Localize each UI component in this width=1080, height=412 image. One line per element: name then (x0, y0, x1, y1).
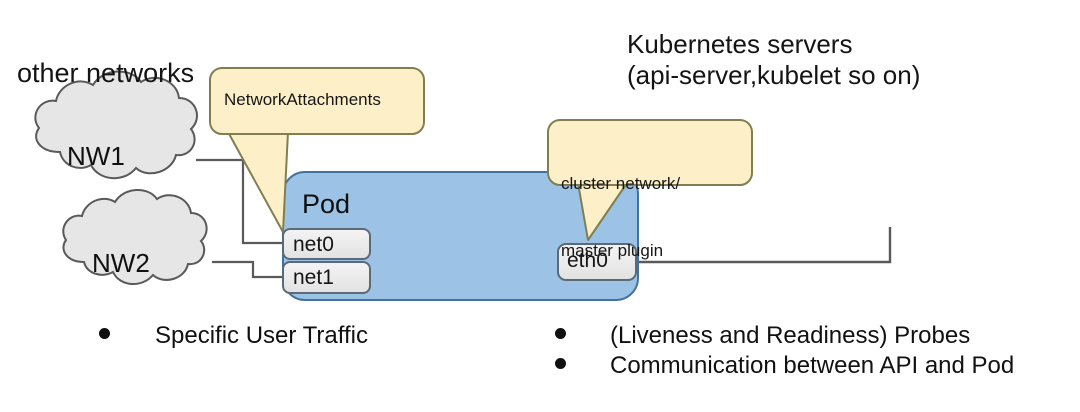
connector-nw1-to-net0 (196, 158, 285, 245)
bullet-item-specific-user-traffic: Specific User Traffic (99, 322, 368, 350)
callout-box-cluster-network (547, 119, 753, 186)
interface-box-net0[interactable] (282, 228, 371, 260)
label-kubernetes-servers: Kubernetes servers (api-server,kubelet s… (627, 29, 921, 90)
bullet-dot-icon (555, 328, 566, 339)
interface-box-net1[interactable] (282, 261, 371, 294)
connector-eth0-to-k8s-servers (636, 227, 892, 264)
label-nw2: NW2 (92, 248, 150, 278)
bullet-item-probes: (Liveness and Readiness) Probes (555, 322, 970, 350)
callout-box-network-attachments (209, 67, 425, 135)
bullet-item-communication: Communication between API and Pod (555, 352, 1014, 380)
label-net1: net1 (293, 266, 334, 289)
bullet-label: (Liveness and Readiness) Probes (610, 322, 971, 349)
label-net0: net0 (293, 233, 334, 256)
cloud-nw2 (62, 189, 208, 285)
bullet-dot-icon (555, 358, 566, 369)
callout-line-1: cluster network/ (561, 173, 681, 193)
label-eth0: eth0 (567, 249, 608, 272)
callout-label-cluster-network: cluster network/ master plugin (561, 128, 680, 308)
callout-label-network-attachments: NetworkAttachments (224, 90, 381, 109)
label-nw1: NW1 (67, 141, 125, 171)
callout-line-2: master plugin (561, 241, 664, 261)
label-pod: Pod (302, 189, 351, 219)
connector-nw2-to-net1 (212, 260, 285, 279)
cloud-nw1 (34, 70, 198, 180)
callout-tail-network-attachments (227, 131, 289, 233)
label-other-networks: other networks (17, 58, 195, 88)
bullet-label: Communication between API and Pod (610, 352, 1015, 379)
interface-box-eth0[interactable] (557, 243, 637, 281)
bullet-label: Specific User Traffic (155, 322, 368, 349)
bullet-dot-icon (99, 328, 110, 339)
